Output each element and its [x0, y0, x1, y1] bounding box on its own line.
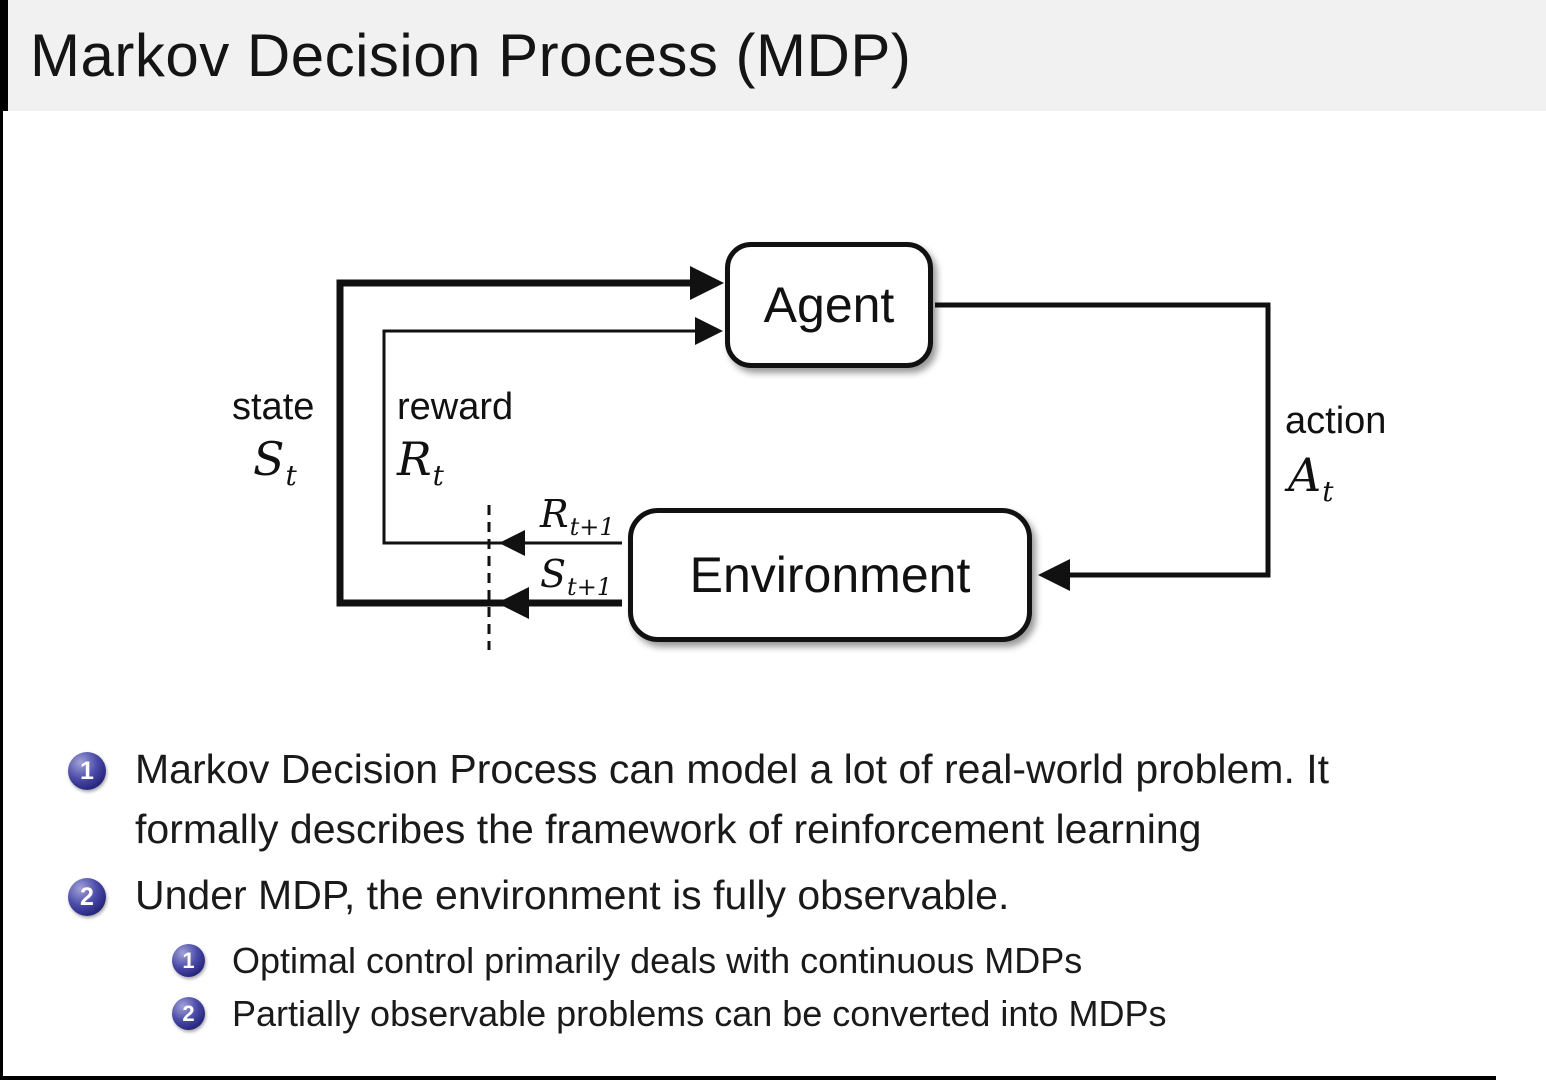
- bullet-1-number-badge: 1: [68, 752, 106, 790]
- reward-symbol-sub: t: [432, 459, 444, 492]
- action-symbol-base: A: [1288, 448, 1322, 502]
- agent-box: Agent: [725, 242, 933, 368]
- action-symbol: At: [1288, 448, 1334, 508]
- reward-symbol-base: R: [397, 432, 432, 486]
- action-symbol-sub: t: [1322, 475, 1334, 508]
- next-state-symbol-base: S: [540, 552, 567, 596]
- subbullet-1-text: Optimal control primarily deals with con…: [232, 940, 1083, 981]
- next-reward-symbol: Rt+1: [540, 492, 615, 541]
- next-reward-symbol-base: R: [540, 492, 569, 536]
- next-state-symbol-sub: t+1: [567, 573, 613, 601]
- state-symbol-base: S: [253, 432, 285, 486]
- bullet-1-line-2: formally describes the framework of rein…: [135, 806, 1202, 852]
- title-band: Markov Decision Process (MDP): [0, 0, 1546, 111]
- environment-box: Environment: [628, 508, 1032, 642]
- action-arrowhead-icon: [1038, 559, 1070, 591]
- subbullet-2-number-badge: 2: [172, 997, 205, 1030]
- bullet-1-line-1: Markov Decision Process can model a lot …: [135, 746, 1330, 792]
- reward-arrowhead-icon: [695, 317, 723, 345]
- next-reward-symbol-sub: t+1: [569, 513, 615, 541]
- environment-label: Environment: [689, 547, 971, 603]
- agent-label: Agent: [763, 277, 895, 333]
- state-symbol-sub: t: [285, 459, 297, 492]
- state-symbol: St: [253, 432, 297, 492]
- next-reward-arrowhead-icon: [499, 530, 525, 556]
- reward-label: reward: [397, 386, 514, 428]
- next-state-arrowhead-icon: [497, 587, 529, 619]
- bullet-2-line-1: Under MDP, the environment is fully obse…: [135, 872, 1010, 918]
- action-label: action: [1285, 400, 1387, 442]
- left-edge-artifact-bottom: [0, 111, 3, 1080]
- reward-symbol: Rt: [397, 432, 444, 492]
- bottom-edge-artifact: [0, 1076, 1496, 1080]
- bullet-2-number-badge: 2: [68, 878, 106, 916]
- rl-loop-diagram: [336, 266, 1271, 650]
- next-state-symbol: St+1: [540, 552, 612, 601]
- state-label: state: [232, 386, 315, 428]
- state-arrowhead-icon: [690, 266, 724, 300]
- action-loop-line: [935, 302, 1271, 578]
- subbullet-1-number-badge: 1: [172, 944, 205, 977]
- slide-title: Markov Decision Process (MDP): [30, 22, 912, 89]
- left-edge-artifact-top: [0, 0, 8, 111]
- subbullet-2-text: Partially observable problems can be con…: [232, 993, 1167, 1034]
- state-loop-line: [336, 279, 700, 607]
